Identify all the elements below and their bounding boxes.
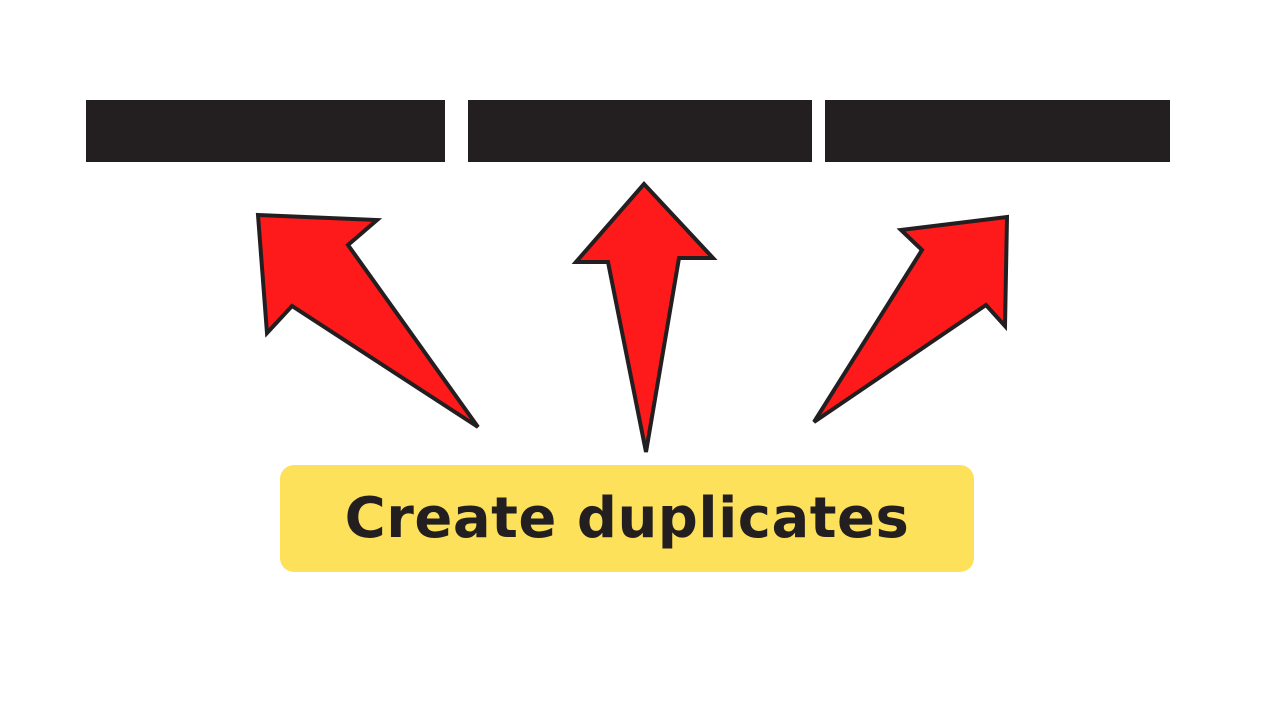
duplicate-bar-3 [825,100,1170,162]
caption-text: Create duplicates [344,485,910,551]
caption-label-box: Create duplicates [280,465,974,572]
duplicate-bar-1 [86,100,445,162]
arrow-up-icon [571,181,718,453]
duplicate-bar-2 [468,100,812,162]
arrow-up-left-icon [255,212,480,429]
arrow-up-right-icon [812,214,1010,424]
